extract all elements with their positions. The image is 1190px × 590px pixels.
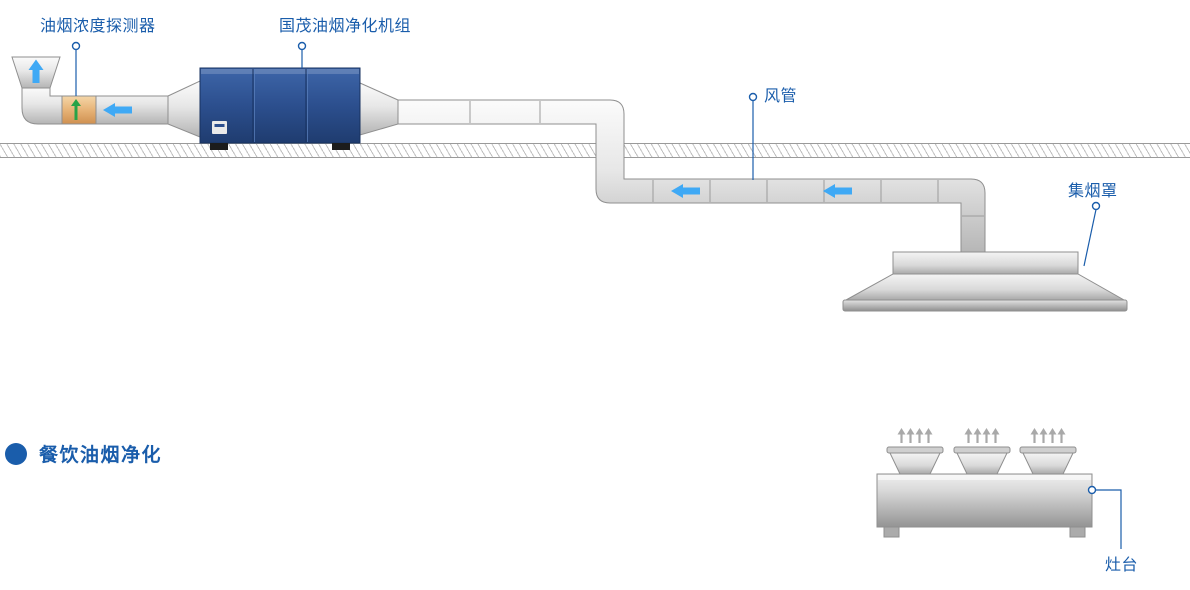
- leader-dot-hood: [1091, 201, 1101, 211]
- leader-dot-detector: [71, 41, 81, 51]
- detector-duct-section: [61, 95, 97, 125]
- burner: [953, 446, 1011, 475]
- purifier-label: 国茂油烟净化机组: [279, 18, 412, 35]
- duct-label: 风管: [764, 88, 798, 105]
- section-bullet-icon: [5, 442, 27, 465]
- stove-foot: [1069, 526, 1086, 538]
- burner: [886, 446, 944, 475]
- smoke-hood: [842, 251, 1128, 312]
- stove: [876, 426, 1093, 538]
- leader-dot-stove: [1087, 485, 1097, 495]
- duct-transition-right: [359, 82, 399, 136]
- leader-line-stove: [1092, 489, 1122, 549]
- unit-foot: [332, 143, 350, 150]
- detector-label: 油烟浓度探测器: [40, 18, 156, 35]
- stove-label: 灶台: [1105, 557, 1139, 574]
- leader-line-hood: [1083, 209, 1097, 267]
- detector-probe: [71, 99, 81, 120]
- main-duct-run: [397, 99, 986, 257]
- purifier-unit: [199, 67, 361, 150]
- hood-rim: [842, 299, 1128, 312]
- leader-lines: [75, 49, 1122, 549]
- unit-foot: [210, 143, 228, 150]
- stove-body: [876, 473, 1093, 528]
- unit-logo-mark: [212, 121, 227, 134]
- leader-dot-purifier: [297, 41, 307, 51]
- duct-transition-left: [167, 80, 201, 138]
- duct-joints: [469, 101, 984, 217]
- steam-arrow-icons: [896, 426, 1067, 445]
- section-legend: 餐饮油烟净化: [5, 440, 162, 467]
- floor-slab: [0, 143, 1190, 158]
- hood-label: 集烟罩: [1068, 183, 1118, 200]
- leader-dot-duct: [748, 92, 758, 102]
- hood-top: [892, 251, 1079, 275]
- unit-top-highlight: [201, 69, 359, 74]
- section-title: 餐饮油烟净化: [39, 445, 163, 466]
- hood-skirt: [845, 273, 1126, 301]
- stove-foot: [883, 526, 900, 538]
- burner: [1019, 446, 1077, 475]
- exhaust-up-arrow-icon: [28, 59, 44, 83]
- leader-dots: [71, 41, 1101, 495]
